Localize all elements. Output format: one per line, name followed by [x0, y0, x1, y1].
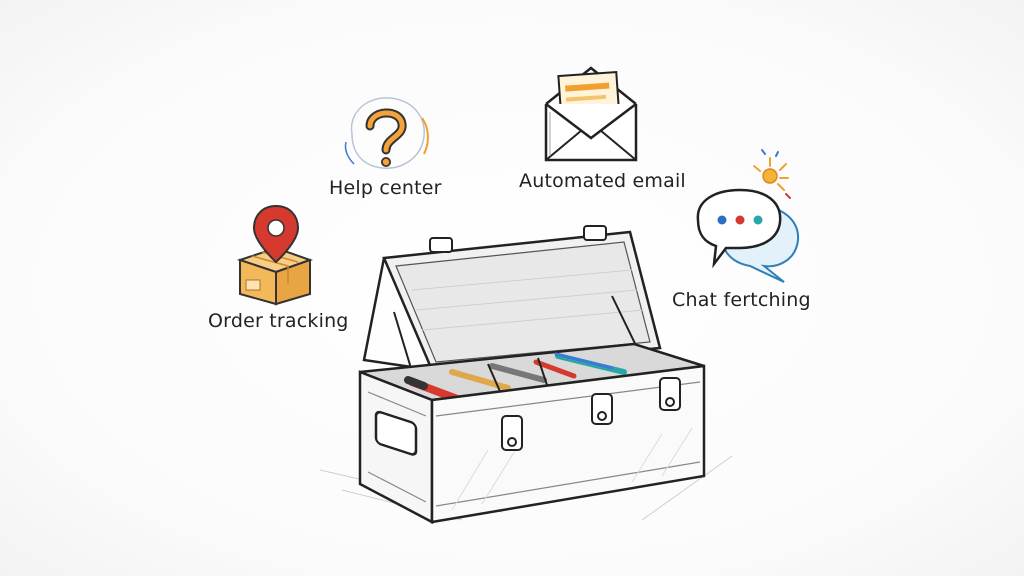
chat-label: Chat fertching — [672, 289, 811, 311]
automated-email-label: Automated email — [519, 170, 686, 192]
package-location-icon — [236, 204, 314, 306]
question-mark-icon — [344, 97, 429, 169]
open-toolbox-illustration — [319, 225, 733, 525]
envelope-icon — [544, 66, 638, 162]
speech-bubble-icon — [696, 149, 800, 283]
sparkle-icon — [753, 149, 791, 199]
order-tracking-label: Order tracking — [208, 310, 349, 332]
help-center-label: Help center — [329, 177, 442, 199]
